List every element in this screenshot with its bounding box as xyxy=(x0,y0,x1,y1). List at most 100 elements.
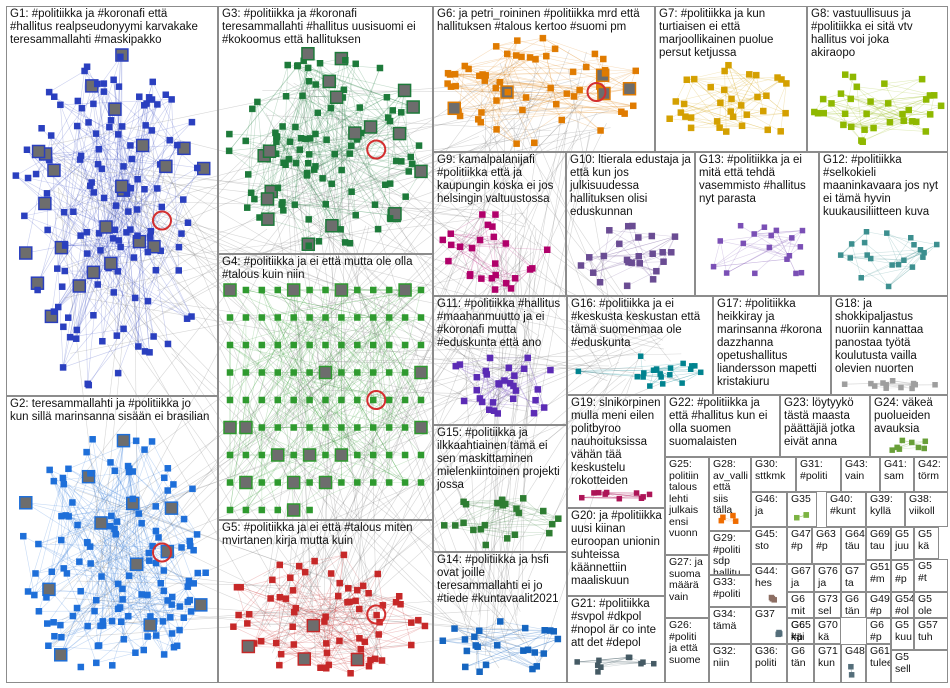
group-panel-g36: G36: politi xyxy=(751,644,787,683)
group-panel-g46: G46: ja xyxy=(751,492,787,527)
group-label-g12: G12: #politiikka #selkokieli maaninkavaa… xyxy=(823,154,945,219)
group-panel-g32: G32: niin xyxy=(709,644,751,683)
group-label-g41: G41: sam xyxy=(884,459,911,482)
group-panel-g73: G73 sel xyxy=(814,592,841,618)
group-panel-g16: G16: #politiikka ja ei #keskusta keskust… xyxy=(567,296,713,395)
group-label-g23: G23: löytyykö tästä maasta päättäjiä jot… xyxy=(784,397,867,449)
group-label-g48: G48 xyxy=(845,646,863,658)
group-label-g70: G70 kä xyxy=(818,620,838,643)
group-label-g60: G6 tän xyxy=(791,646,811,669)
group-panel-g29: G29: #politi sdp hallitu xyxy=(709,531,751,575)
group-label-g68: G6 #p xyxy=(870,620,888,643)
group-panel-g67: G67 ja xyxy=(787,564,814,592)
group-label-g61: G61 tulee xyxy=(870,646,888,669)
group-panel-g56: G5 kuu xyxy=(891,618,914,650)
group-label-g7x: G7 ta xyxy=(845,566,863,589)
group-label-g37: G37 xyxy=(755,609,784,621)
group-panel-g22: G22: #politiikka ja että #hallitus kun e… xyxy=(665,395,780,457)
group-panel-g52: G5 #t xyxy=(914,559,948,592)
group-label-g69: G69 tau xyxy=(870,529,888,552)
group-label-g73: G73 sel xyxy=(818,594,838,617)
group-label-g13: G13: #politiikka ja ei mitä että tehdä v… xyxy=(699,154,816,206)
group-label-g28: G28: av_valli että siis tälla xyxy=(713,459,748,517)
group-label-g76: G76 ja xyxy=(818,566,838,589)
group-label-g16: G16: #politiikka ja ei #keskusta keskust… xyxy=(571,298,710,350)
group-label-g40: G40: #kunt xyxy=(830,494,863,517)
group-label-g22: G22: #politiikka ja että #hallitus kun e… xyxy=(669,397,777,449)
group-label-g44: G44: hes xyxy=(755,566,784,589)
group-panel-g2: G2: teresammallahti ja #politiikka jo ku… xyxy=(6,396,218,683)
group-label-g39: G39: kyllä xyxy=(870,494,902,517)
group-label-g11: G11: #politiikka #hallitus #maahanmuutto… xyxy=(437,298,564,350)
group-label-g6: G6: ja petri_roininen #politiikka mrd et… xyxy=(437,8,652,34)
group-label-g67: G67 ja xyxy=(791,566,811,589)
group-panel-g24: G24: väkeä puolueiden avauksia xyxy=(870,395,948,457)
group-panel-g6: G6: ja petri_roininen #politiikka mrd et… xyxy=(433,6,655,152)
group-label-g26: G26: #politi ja että suome xyxy=(669,620,706,666)
group-label-g52: G5 #t xyxy=(918,561,945,584)
group-panel-g55: G5 ole xyxy=(914,592,948,618)
group-label-g58: G5 juu xyxy=(895,529,911,552)
group-panel-g12: G12: #politiikka #selkokieli maaninkavaa… xyxy=(819,152,948,296)
group-panel-g18: G18: ja shokkipaljastus nuoriin kannatta… xyxy=(831,296,948,395)
group-panel-g5: G5: #politiikka ja ei että #talous miten… xyxy=(218,520,433,683)
group-label-g59: G5 #p xyxy=(895,562,911,585)
group-label-g24: G24: väkeä puolueiden avauksia xyxy=(874,397,945,436)
group-panel-g47: G47 #p xyxy=(787,527,812,564)
group-label-g25: G25: politiin talous lehti julkais ensi … xyxy=(669,459,706,540)
group-panel-g20: G20: ja #politiikka uusi kiinan euroopan… xyxy=(567,508,665,596)
group-panel-g53: G5 sell xyxy=(891,650,948,683)
group-label-g35: G35 xyxy=(791,494,814,506)
group-label-g9: G9: kamalpalanijafi #politiikka että ja … xyxy=(437,154,563,206)
group-panel-g51: G51 #m xyxy=(866,560,891,592)
group-label-g3: G3: #politiikka ja #koronafi teresammall… xyxy=(222,8,430,47)
group-label-g53: G5 sell xyxy=(895,652,945,675)
group-label-g47: G47 #p xyxy=(791,529,809,552)
group-panel-g42: G42: törm xyxy=(914,457,948,492)
group-panel-g21: G21: #politiikka #svpol #dkpol #nopol är… xyxy=(567,596,665,683)
group-label-g27: G27: ja suoma määrä vain xyxy=(669,557,706,603)
group-panel-g1: G1: #politiikka ja #koronafi että #halli… xyxy=(6,6,218,396)
group-label-g5: G5: #politiikka ja ei että #talous miten… xyxy=(222,522,430,548)
group-label-g64: G64 täu xyxy=(845,529,863,552)
group-panel-g15: G15: #politiikka ja ilkkaahtiainen tämä … xyxy=(433,425,567,552)
group-label-g36: G36: politi xyxy=(755,646,784,669)
group-label-g1: G1: #politiikka ja #koronafi että #halli… xyxy=(10,8,215,47)
group-label-g51: G51 #m xyxy=(870,562,888,585)
group-label-g46: G46: ja xyxy=(755,494,784,517)
group-panel-g8: G8: vastuullisuus ja #politiikka ei sitä… xyxy=(807,6,948,152)
group-label-g43: G43: vain xyxy=(845,459,877,482)
group-panel-g59: G5 #p xyxy=(891,560,914,592)
group-panel-g54: G54 #ol xyxy=(891,592,914,618)
group-label-g31: G31: #politi xyxy=(800,459,838,482)
group-label-g18: G18: ja shokkipaljastus nuoriin kannatta… xyxy=(835,298,945,376)
group-panel-g26: G26: #politi ja että suome xyxy=(665,618,709,683)
group-panel-g60: G6 tän xyxy=(787,644,814,683)
group-panel-g25: G25: politiin talous lehti julkais ensi … xyxy=(665,457,709,555)
group-panel-g9: G9: kamalpalanijafi #politiikka että ja … xyxy=(433,152,566,296)
group-panel-g57: G57 tuh xyxy=(914,618,948,650)
group-label-g2: G2: teresammallahti ja #politiikka jo ku… xyxy=(10,398,215,424)
group-panel-g39: G39: kyllä xyxy=(866,492,905,527)
group-label-g55: G5 ole xyxy=(918,594,945,617)
group-panel-g11: G11: #politiikka #hallitus #maahanmuutto… xyxy=(433,296,567,425)
group-label-g42: G42: törm xyxy=(918,459,945,482)
group-panel-g64: G64 täu xyxy=(841,527,866,564)
group-label-g38: G38: viikoll xyxy=(909,494,945,517)
group-label-g49: G49 #p xyxy=(870,594,888,617)
group-panel-g31: G31: #politi xyxy=(796,457,841,492)
group-label-g63: G63 #p xyxy=(816,529,838,552)
group-label-g4: G4: #politiikka ja ei että mutta ole oll… xyxy=(222,256,430,282)
group-panel-g7x: G7 ta xyxy=(841,564,866,592)
group-panel-g48: G48 xyxy=(841,644,866,683)
group-panel-g37: G37 xyxy=(751,607,787,644)
group-label-g30: G30: sttkmk xyxy=(755,459,793,482)
group-label-g54: G54 #ol xyxy=(895,594,911,617)
group-panel-g44: G44: hes xyxy=(751,564,787,607)
group-label-g33: G33: #politi xyxy=(713,577,748,600)
group-label-g50: G5 kä xyxy=(918,529,936,552)
group-panel-g68: G6 #p xyxy=(866,618,891,644)
group-label-g34: G34: tämä xyxy=(713,609,748,632)
group-panel-g3: G3: #politiikka ja #koronafi teresammall… xyxy=(218,6,433,254)
group-panel-g27: G27: ja suoma määrä vain xyxy=(665,555,709,618)
